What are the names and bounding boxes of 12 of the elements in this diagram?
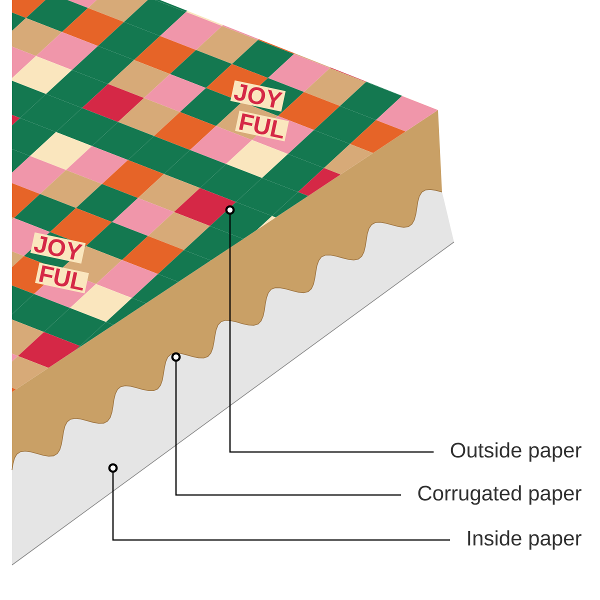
leader-line — [108, 463, 450, 541]
leader-line — [171, 352, 401, 496]
label: JOY — [34, 236, 83, 260]
label: JOY — [234, 84, 283, 108]
label: FUL — [239, 113, 283, 139]
paper-layer-drawing — [12, 110, 442, 470]
label: FUL — [39, 265, 83, 291]
leader-line — [225, 205, 434, 453]
callout-label: Corrugated paper — [418, 485, 582, 505]
callout-label: Outside paper — [450, 442, 582, 462]
paper-layer-drawing: JOY FUL JOY FUL — [12, 0, 438, 392]
callout-label: Inside paper — [468, 530, 582, 550]
